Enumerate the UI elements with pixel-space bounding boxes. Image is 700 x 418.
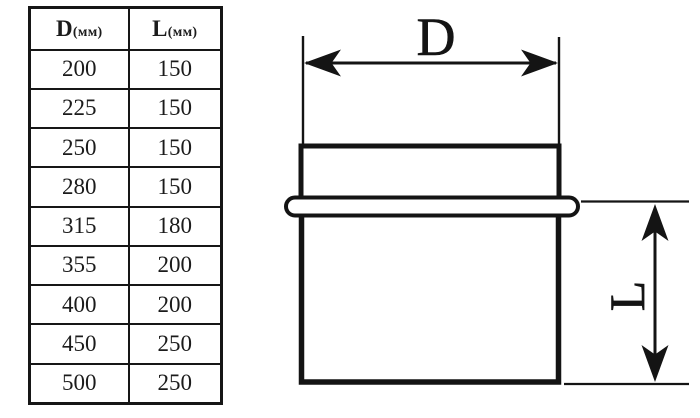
- l-arrowhead-top: [641, 204, 669, 241]
- table-cell: 200: [127, 244, 223, 287]
- l-dimension-label: L: [599, 281, 655, 312]
- header-l-letter: L: [152, 15, 168, 41]
- header-d-unit: (мм): [72, 24, 103, 40]
- table-cell: 180: [127, 205, 223, 247]
- table-cell: 250: [28, 126, 130, 169]
- table-cell: 280: [28, 166, 130, 208]
- table-cell: 250: [127, 323, 223, 365]
- d-arrowhead-left: [304, 49, 341, 77]
- table-header-d: D(мм): [28, 6, 130, 51]
- table-cell: 355: [28, 244, 130, 287]
- table-cell: 150: [127, 166, 223, 208]
- table-cell: 315: [28, 205, 130, 247]
- duct-flange: [284, 195, 580, 218]
- table-cell: 450: [28, 323, 130, 365]
- table-header-row: D(мм) L(мм): [28, 6, 223, 51]
- duct-body-rect: [298, 207, 562, 385]
- table-cell: 250: [127, 362, 223, 405]
- table-cell: 150: [127, 126, 223, 169]
- table-cell: 225: [28, 87, 130, 130]
- header-l-unit: (мм): [167, 24, 198, 40]
- table-cell: 400: [28, 283, 130, 326]
- table-cell: 500: [28, 362, 130, 405]
- table-cell: 200: [28, 48, 130, 90]
- l-arrowhead-bottom: [641, 345, 669, 382]
- table-cell: 200: [127, 283, 223, 326]
- d-dimension-label: D: [417, 7, 456, 67]
- d-arrowhead-right: [521, 49, 558, 77]
- table-cell: 150: [127, 48, 223, 90]
- header-d-letter: D: [55, 15, 73, 41]
- table-header-l: L(мм): [127, 6, 223, 51]
- table-cell: 150: [127, 87, 223, 130]
